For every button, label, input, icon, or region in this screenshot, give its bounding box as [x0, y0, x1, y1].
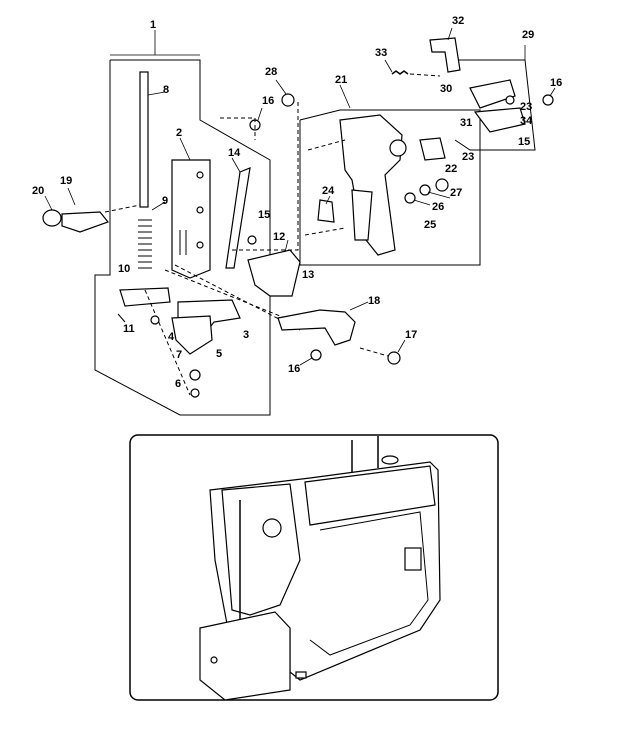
screw-28 — [275, 79, 295, 107]
callout-26: 26 — [432, 201, 444, 213]
parts-25-27 — [404, 178, 451, 206]
callout-21: 21 — [335, 74, 347, 86]
callout-13: 13 — [302, 269, 314, 281]
needle-head — [221, 483, 301, 616]
lower-parts — [117, 264, 301, 398]
callout-30: 30 — [440, 83, 452, 95]
callout-24: 24 — [322, 185, 335, 197]
callout-16b: 16 — [550, 77, 562, 89]
group-29-frame — [384, 27, 556, 151]
callout-34: 34 — [520, 115, 533, 127]
callout-17: 17 — [405, 329, 417, 341]
group-21-frame — [299, 84, 481, 266]
callout-23b: 23 — [520, 101, 532, 113]
callout-32: 32 — [452, 15, 464, 27]
dial-window — [404, 547, 422, 571]
callout-3: 3 — [243, 329, 249, 341]
callout-8: 8 — [163, 84, 169, 96]
needle-bar-spring — [138, 201, 166, 269]
presser-foot — [42, 187, 141, 233]
presser-bar-plate — [171, 137, 211, 279]
callout-12: 12 — [273, 231, 285, 243]
callout-7: 7 — [176, 349, 182, 361]
callout-31: 31 — [460, 117, 472, 129]
callout-5: 5 — [216, 348, 222, 360]
callout-18: 18 — [368, 295, 380, 307]
callout-labels: 1 2 3 4 5 6 7 8 9 10 11 12 13 14 15 15 1… — [32, 15, 562, 390]
callout-6: 6 — [175, 378, 181, 390]
callout-28: 28 — [265, 66, 277, 78]
callout-27: 27 — [450, 187, 462, 199]
screw-16c — [299, 349, 322, 366]
callout-22: 22 — [445, 163, 457, 175]
dash-16 — [220, 117, 256, 140]
screw-17 — [359, 339, 406, 365]
screw-16a — [249, 107, 263, 131]
callout-16a: 16 — [262, 95, 274, 107]
needle-bar — [139, 71, 166, 208]
callout-29: 29 — [522, 29, 534, 41]
tension-dial — [262, 518, 282, 538]
callout-9: 9 — [162, 195, 168, 207]
callout-19: 19 — [60, 175, 72, 187]
part-24 — [317, 195, 335, 223]
dash-28 — [230, 102, 299, 251]
callout-23a: 23 — [462, 151, 474, 163]
callout-10: 10 — [118, 263, 130, 275]
callout-1: 1 — [150, 19, 156, 31]
machine-top-panel — [304, 465, 436, 526]
callout-33: 33 — [375, 47, 387, 59]
callout-15a: 15 — [258, 209, 270, 221]
base-plate — [295, 671, 307, 679]
free-arm — [199, 611, 291, 701]
callout-15b: 15 — [518, 136, 530, 148]
machine-inset — [129, 434, 499, 701]
group-1-frame — [94, 30, 271, 416]
lever — [225, 157, 251, 269]
callout-4: 4 — [168, 331, 175, 343]
callout-11: 11 — [123, 323, 135, 335]
callout-2: 2 — [176, 127, 182, 139]
callout-25: 25 — [424, 219, 436, 231]
callout-16c: 16 — [288, 363, 300, 375]
callout-14: 14 — [228, 147, 241, 159]
bracket-18 — [277, 301, 369, 346]
arm-opening — [309, 511, 429, 656]
callout-20: 20 — [32, 185, 44, 197]
spool-cap — [381, 455, 399, 465]
inset-frame — [129, 434, 499, 701]
bracket-12 — [247, 235, 301, 297]
free-arm-screw — [210, 656, 218, 664]
